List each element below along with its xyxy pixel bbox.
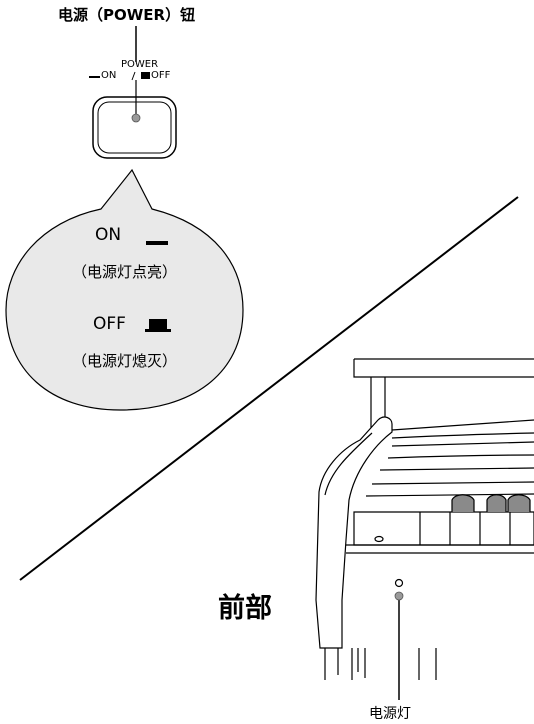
on-off-separator bbox=[131, 71, 136, 81]
callout-on-label: ON bbox=[95, 225, 122, 245]
on-small-label: ON bbox=[101, 70, 117, 81]
off-indicator-large bbox=[149, 319, 167, 329]
diagonal-divider bbox=[19, 196, 519, 581]
power-word-label: POWER bbox=[121, 59, 159, 70]
front-label: 前部 bbox=[218, 593, 272, 624]
power-button-title: 电源（POWER）钮 bbox=[58, 6, 196, 24]
on-indicator-large bbox=[146, 241, 168, 245]
off-indicator-small bbox=[141, 72, 150, 79]
off-indicator-base bbox=[145, 329, 171, 332]
callout-off-note: （电源灯熄灭） bbox=[72, 352, 178, 370]
power-lamp bbox=[394, 578, 404, 588]
lamp-leader-dot bbox=[394, 591, 404, 601]
piano-illustration bbox=[315, 358, 534, 680]
power-button[interactable] bbox=[92, 80, 177, 159]
off-small-label: OFF bbox=[151, 70, 171, 81]
callout-off-label: OFF bbox=[93, 314, 126, 334]
callout-bubble bbox=[5, 168, 244, 411]
power-lamp-label: 电源灯 bbox=[369, 706, 411, 722]
callout-on-note: （电源灯点亮） bbox=[72, 263, 178, 281]
on-indicator-small bbox=[89, 76, 100, 78]
